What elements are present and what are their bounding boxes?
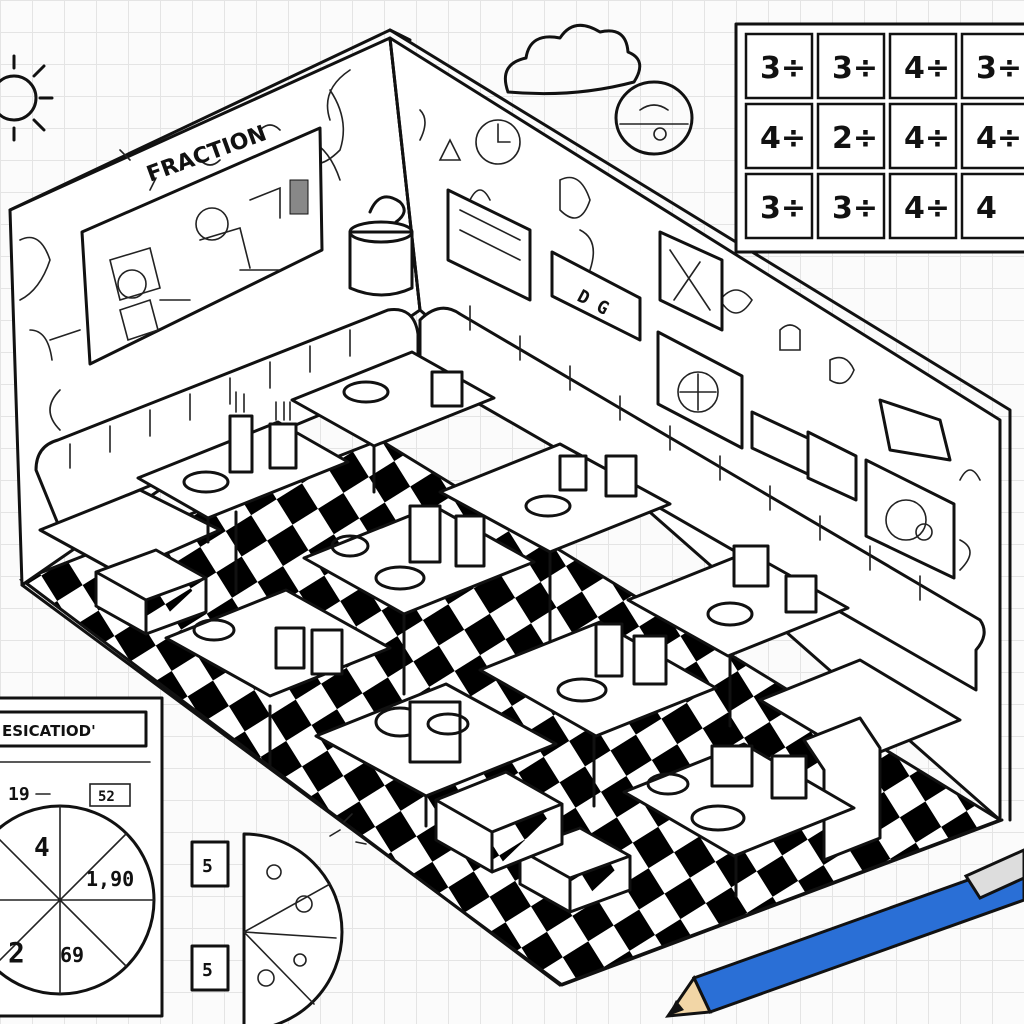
pie-slice-2: 1,90 (86, 867, 134, 891)
grid-cell-label: 4÷ (904, 51, 950, 86)
wall-doodles (19, 69, 981, 571)
grid-cell (816, 102, 886, 170)
grid-cell-label: 3÷ (832, 51, 878, 86)
plant-pot (348, 195, 414, 297)
sun-icon (0, 54, 54, 142)
grid-cell-label: 4÷ (976, 121, 1022, 156)
grid-cell (960, 172, 1024, 240)
pizza-label-bottom: 5 (202, 960, 213, 981)
grid-cell (960, 102, 1024, 170)
grid-cell (888, 172, 958, 240)
pie-slice-1: 4 (34, 833, 50, 863)
grid-cell (960, 32, 1024, 100)
booth-right (418, 305, 986, 762)
grid-cell-label: 4÷ (760, 121, 806, 156)
grid-cell (816, 172, 886, 240)
grid-cell (744, 102, 814, 170)
grid-cell (888, 102, 958, 170)
grid-cell-label: 2÷ (832, 121, 878, 156)
table-items (182, 370, 818, 832)
pie-slice-3: 2 (8, 936, 25, 969)
grid-cell-label: 4 (976, 191, 997, 226)
grid-cell-label: 3÷ (976, 51, 1022, 86)
grid-cell (744, 32, 814, 100)
pizza-label-top: 5 (202, 856, 213, 877)
grid-cell-label: 4÷ (904, 191, 950, 226)
grid-cell-label: 3÷ (832, 191, 878, 226)
booth-left (34, 308, 420, 576)
grid-cell-label: 4÷ (904, 121, 950, 156)
pie-card-title: ESICATIOD' (2, 722, 96, 740)
pencil-icon (664, 848, 1024, 1018)
cloud-icon (503, 23, 642, 96)
stools (94, 548, 882, 914)
wall-frames: D G (446, 188, 956, 580)
pie-slice-4: 69 (60, 943, 84, 967)
grid-cell-label: 3÷ (760, 191, 806, 226)
grid-cell (888, 32, 958, 100)
pie-top-left: 19 (8, 784, 30, 805)
fraction-grid-card: 3÷ 3÷ 4÷ 3÷ 4÷ 2÷ 4÷ 4÷ 3÷ 3÷ 4÷ 4 (734, 22, 1024, 254)
pie-top-right: 52 (98, 789, 115, 805)
pie-card: ESICATIOD' 19 52 4 1,90 2 69 (0, 696, 164, 1018)
grid-cell (744, 172, 814, 240)
grid-cell (816, 32, 886, 100)
grid-cell-label: 3÷ (760, 51, 806, 86)
pizza-icon (242, 832, 344, 1024)
pizza-card: 5 5 (190, 832, 344, 1024)
bowl-icon (614, 80, 694, 156)
